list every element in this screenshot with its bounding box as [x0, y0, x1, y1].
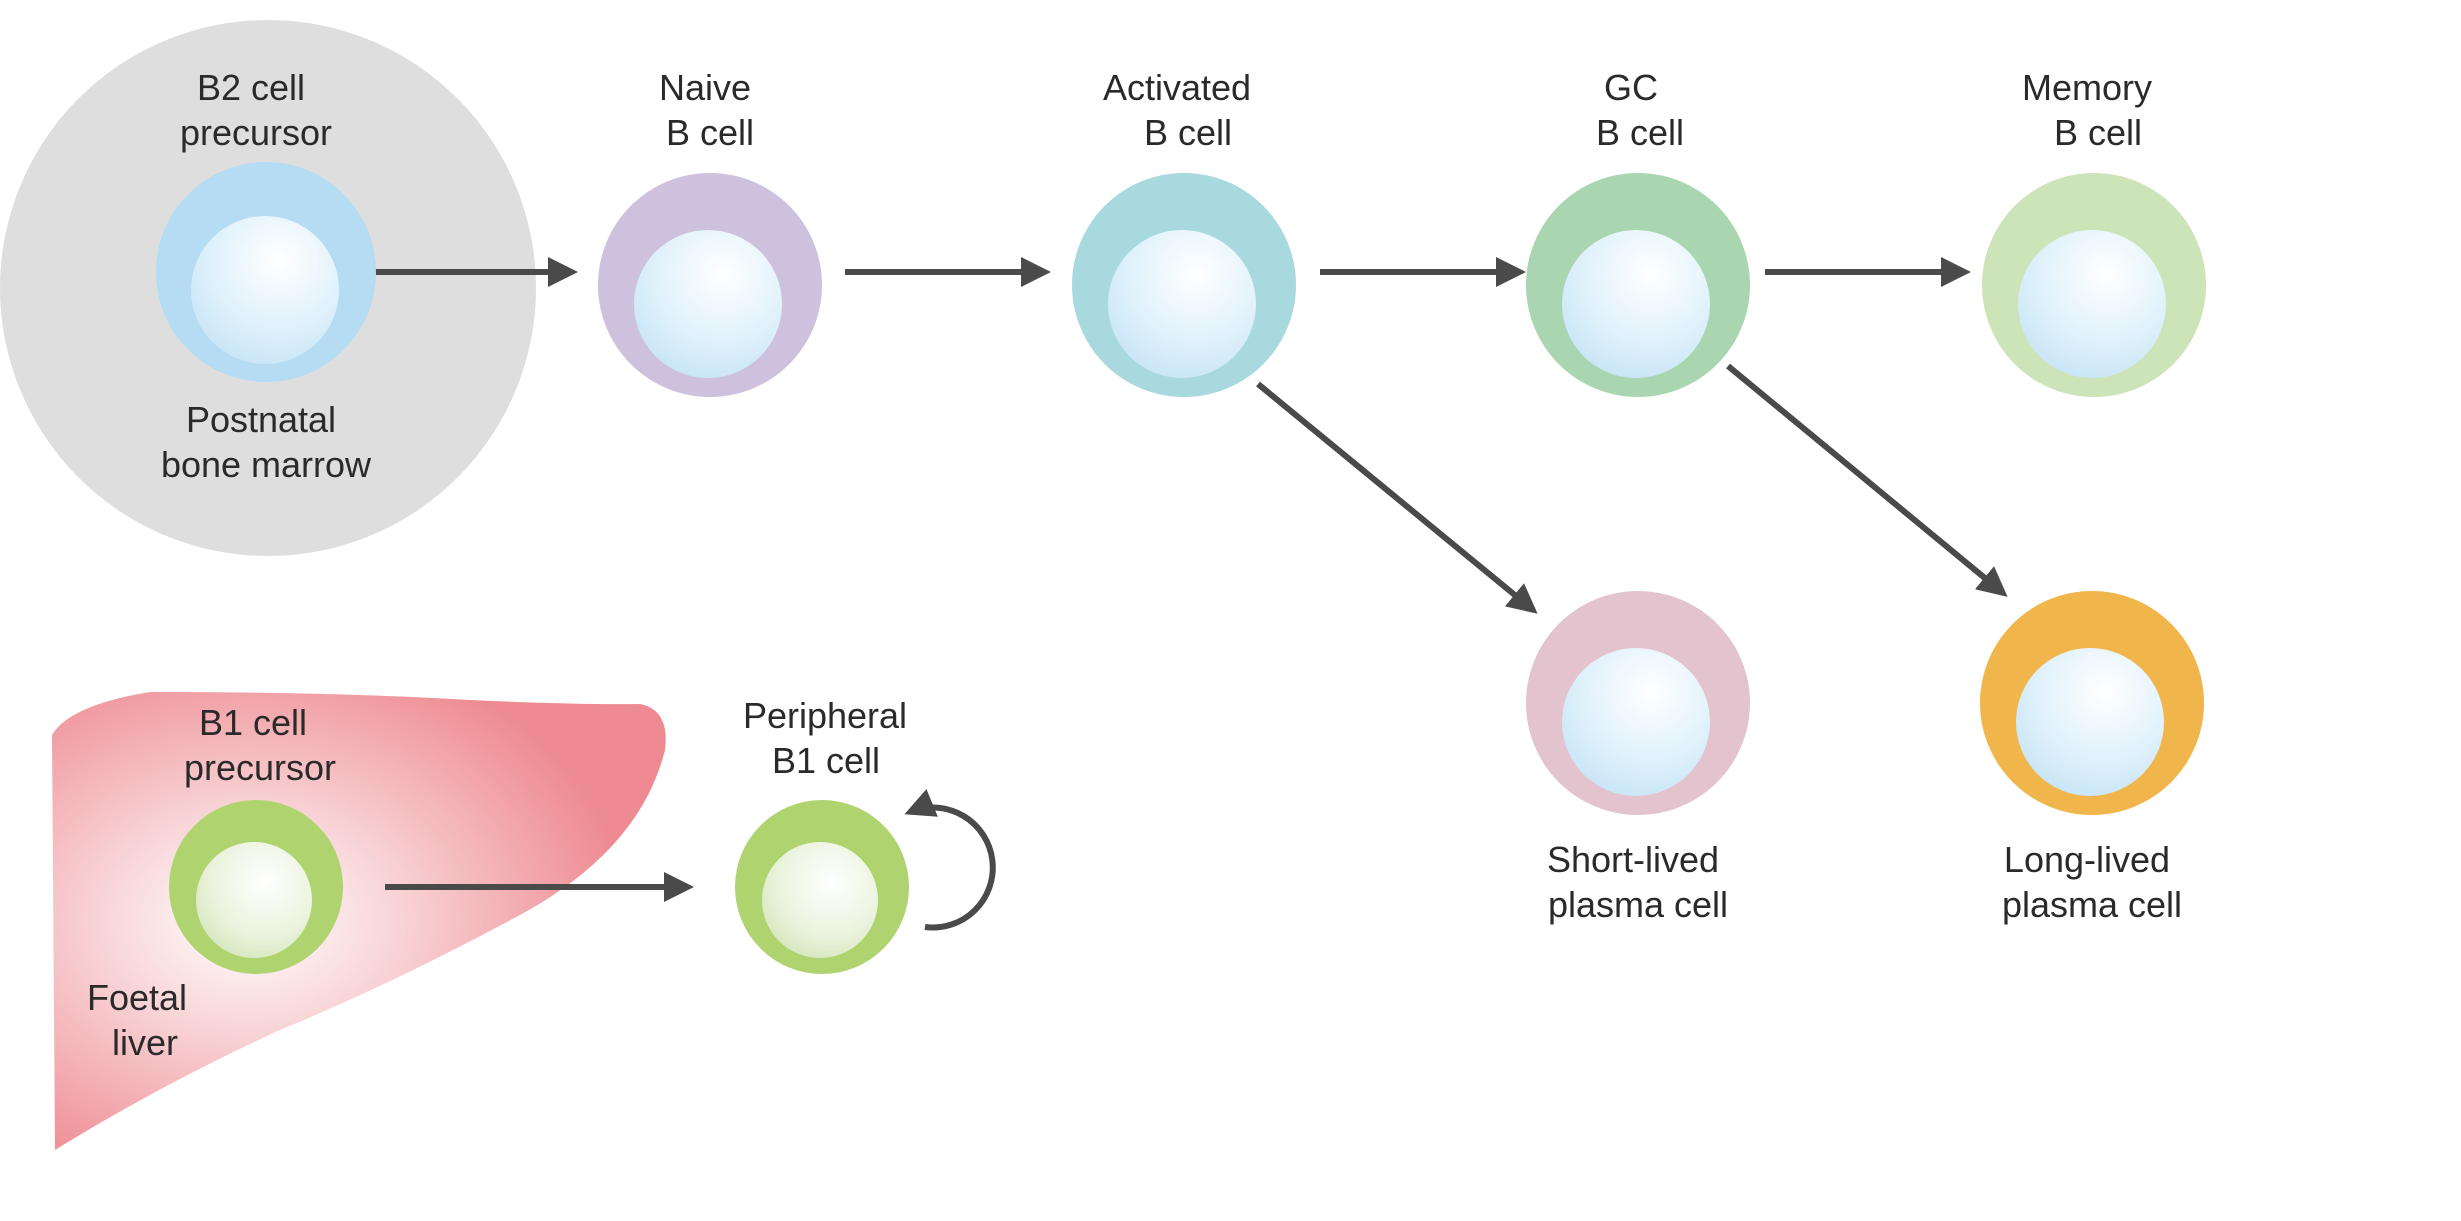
long-lived-label-line-1: Long-lived: [2004, 839, 2170, 880]
b2-precursor-label-line-1: B2 cell: [197, 67, 305, 108]
b1-cell-precursor-nucleus: [196, 842, 312, 958]
activated-b-cell-label-line-1: Activated: [1103, 67, 1251, 108]
gc-b-cell: [1526, 173, 1750, 397]
short-lived-label-line-2: plasma cell: [1548, 884, 1728, 925]
long-lived-label-line-2: plasma cell: [2002, 884, 2182, 925]
short-lived-label-line-1: Short-lived: [1547, 839, 1719, 880]
gc-b-cell-label-line-2: B cell: [1596, 112, 1684, 153]
naive-b-cell-label: Naive B cell: [659, 67, 761, 153]
b2-cell-precursor-nucleus: [191, 216, 339, 364]
peripheral-b1-label-line-2: B1 cell: [772, 740, 880, 781]
gc-b-cell-label-line-1: GC: [1604, 67, 1658, 108]
naive-b-cell: [598, 173, 822, 397]
foetal-liver-label-line-2: liver: [112, 1022, 178, 1063]
bone-marrow-label-line-1: Postnatal: [186, 399, 336, 440]
arrows: [372, 257, 2008, 931]
arrow-activated-to-short-lived: [1256, 381, 1538, 614]
naive-b-cell-label-line-1: Naive: [659, 67, 751, 108]
foetal-liver-label: Foetal liver: [87, 977, 197, 1063]
long-lived-plasma-cell: [1980, 591, 2204, 815]
b2-precursor-label-line-2: precursor: [180, 112, 332, 153]
b1-precursor-label-line-1: B1 cell: [199, 702, 307, 743]
activated-b-cell-label-line-2: B cell: [1144, 112, 1232, 153]
memory-b-cell-label-line-2: B cell: [2054, 112, 2142, 153]
memory-b-cell-label: Memory B cell: [2022, 67, 2162, 153]
bone-marrow-label-line-2: bone marrow: [161, 444, 372, 485]
arrow-gc-to-long-lived: [1726, 363, 2008, 597]
short-lived-plasma-cell: [1526, 591, 1750, 815]
b1-precursor-label: B1 cell precursor: [184, 702, 336, 788]
short-lived-plasma-cell-nucleus: [1562, 648, 1710, 796]
long-lived-plasma-cell-nucleus: [2016, 648, 2164, 796]
naive-b-cell-label-line-2: B cell: [666, 112, 754, 153]
peripheral-b1-label-line-1: Peripheral: [743, 695, 907, 736]
bone-marrow-label: Postnatal bone marrow: [161, 399, 372, 485]
foetal-liver-shape: [52, 692, 666, 1150]
memory-b-cell: [1982, 173, 2206, 397]
peripheral-b1-cell-label: Peripheral B1 cell: [743, 695, 917, 781]
b2-precursor-label: B2 cell precursor: [180, 67, 332, 153]
naive-b-cell-nucleus: [634, 230, 782, 378]
memory-b-cell-label-line-1: Memory: [2022, 67, 2152, 108]
activated-b-cell: [1072, 173, 1296, 397]
peripheral-b1-cell-nucleus: [762, 842, 878, 958]
short-lived-plasma-cell-label: Short-lived plasma cell: [1547, 839, 1729, 925]
labels: B2 cell precursor Postnatal bone marrow …: [87, 67, 2182, 1063]
gc-b-cell-label: GC B cell: [1596, 67, 1684, 153]
long-lived-plasma-cell-label: Long-lived plasma cell: [2002, 839, 2182, 925]
b1-precursor-label-line-2: precursor: [184, 747, 336, 788]
memory-b-cell-nucleus: [2018, 230, 2166, 378]
activated-b-cell-label: Activated B cell: [1103, 67, 1261, 153]
gc-b-cell-nucleus: [1562, 230, 1710, 378]
self-renewal-arrow: [904, 789, 996, 931]
b1-cell-precursor: [169, 800, 343, 974]
foetal-liver-label-line-1: Foetal: [87, 977, 187, 1018]
activated-b-cell-nucleus: [1108, 230, 1256, 378]
peripheral-b1-cell: [735, 800, 909, 974]
b2-cell-precursor: [156, 162, 376, 382]
